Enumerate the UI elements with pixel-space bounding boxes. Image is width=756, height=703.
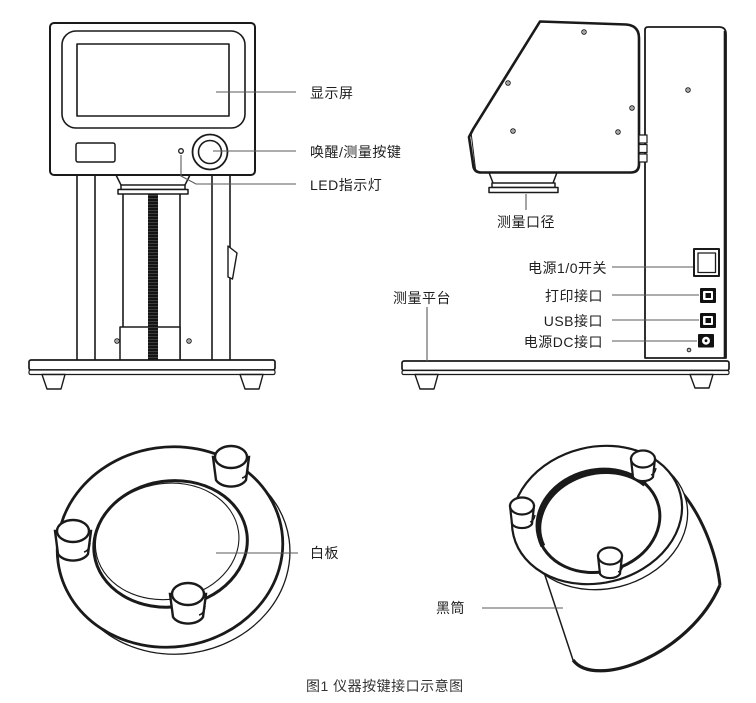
label-display-screen: 显示屏: [310, 85, 354, 101]
clamp-lever: [227, 245, 238, 280]
wake-measure-button-inner: [197, 139, 223, 165]
side-foot-left: [414, 373, 439, 390]
wake-measure-button-outline: [191, 133, 229, 171]
aperture-flange-side-lower: [488, 186, 559, 194]
screw-dot: [114, 338, 192, 344]
hinge-block: [638, 143, 648, 154]
front-foot-right: [239, 373, 264, 390]
aperture-flange-front-lower: [117, 188, 189, 195]
instrument-head-front: [49, 22, 256, 176]
platform-lip: [401, 369, 730, 376]
print-port-icon: [700, 288, 716, 303]
measurement-platform-base: [401, 360, 730, 372]
side-leader-lines: [426, 194, 699, 361]
label-dc-power-port: 电源DC接口: [523, 334, 603, 350]
side-foot-right: [689, 373, 714, 389]
front-base-slab: [28, 359, 276, 371]
screw-dot: [686, 347, 692, 353]
instrument-head-side: [467, 20, 641, 174]
white-board-peg: [53, 518, 93, 562]
led-indicator-dot: [178, 148, 184, 154]
display-screen-outline: [76, 43, 230, 117]
label-print-port: 打印接口: [545, 288, 603, 304]
front-leader-lines: [180, 91, 296, 185]
side-column: [644, 26, 727, 359]
leader-led-indicator: [180, 155, 296, 185]
front-base-lip: [28, 369, 276, 376]
label-white-board: 白板: [310, 545, 339, 561]
white-board-drawing: [53, 444, 291, 655]
head-facet-line: [470, 131, 476, 170]
dc-port-icon: [698, 334, 714, 348]
black-cylinder-drawing: [508, 444, 722, 673]
power-switch-icon: [693, 248, 720, 277]
front-left-column: [76, 174, 96, 362]
white-board-peg: [168, 581, 208, 625]
hinge-block: [638, 134, 648, 144]
nozzle-neck: [488, 172, 558, 184]
white-board-peg: [211, 444, 251, 488]
label-led-indicator: LED指示灯: [310, 177, 383, 193]
label-wake-measure-button: 唤醒/测量按键: [310, 144, 402, 160]
front-view-drawing: [28, 22, 276, 390]
black-cylinder-bore-shadow: [536, 468, 647, 548]
figure-caption: 图1 仪器按键接口示意图: [306, 678, 464, 694]
label-black-cylinder: 黑筒: [436, 600, 465, 616]
black-cylinder-peg: [596, 546, 624, 580]
label-measure-aperture: 测量口径: [497, 214, 555, 230]
side-view-drawing: [401, 20, 730, 390]
label-power-switch: 电源1/0开关: [528, 260, 607, 276]
front-name-plate: [75, 142, 116, 163]
hinge-block: [638, 153, 648, 163]
black-cylinder-peg: [508, 496, 536, 530]
black-cylinder-bottom-edge: [571, 584, 722, 673]
black-cylinder-peg: [629, 449, 657, 483]
label-measure-platform: 测量平台: [393, 290, 451, 306]
display-bezel: [61, 30, 246, 129]
label-usb-port: USB接口: [543, 313, 603, 329]
screw-dot: [505, 29, 635, 135]
screw-dot: [685, 87, 691, 93]
aperture-neck: [115, 174, 191, 186]
rack-strip: [148, 192, 158, 361]
usb-port-icon: [700, 313, 716, 328]
front-foot-left: [41, 373, 66, 390]
